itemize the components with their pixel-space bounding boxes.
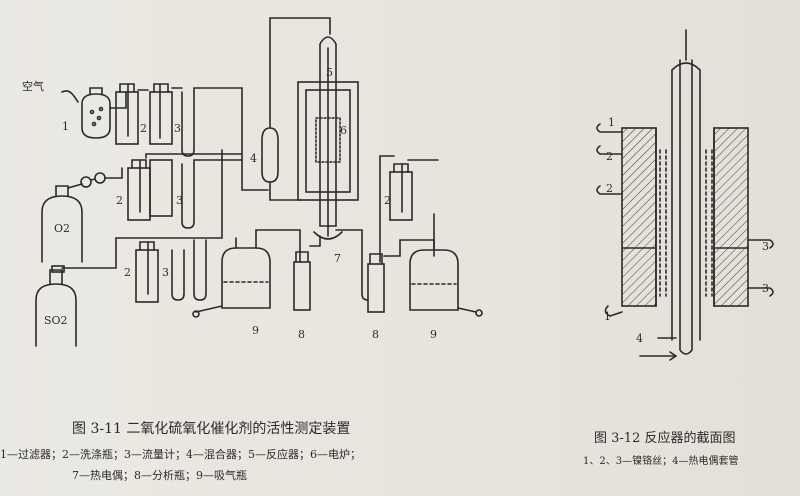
- xs-label-1-bottom: 1: [604, 310, 611, 323]
- label-8-right: 8: [372, 328, 379, 341]
- figure-3-12-legend: 1、2、3—镍铬丝；4—热电偶套管: [583, 456, 739, 467]
- mixer-4: [261, 119, 279, 195]
- filter-1: [81, 87, 111, 139]
- label-air: 空气: [22, 79, 44, 93]
- air-inlet-line: [61, 90, 79, 103]
- thermocouple-7: [313, 231, 343, 240]
- wash-bottle-2-mid: [127, 159, 151, 221]
- label-o2: O2: [54, 222, 70, 235]
- label-7: 7: [334, 252, 341, 265]
- label-4: 4: [250, 152, 257, 165]
- label-6: 6: [340, 124, 347, 137]
- flowmeter-3-top: [149, 83, 195, 157]
- flowmeter-3-mid: [149, 159, 195, 229]
- suction-bottle-9-left: [221, 235, 271, 309]
- label-9-right: 9: [430, 328, 437, 341]
- label-2-top: 2: [140, 122, 147, 135]
- xs-label-1-top: 1: [608, 116, 615, 129]
- label-1: 1: [62, 120, 69, 133]
- analysis-bottle-8-left: [293, 251, 311, 311]
- label-5: 5: [326, 66, 333, 79]
- label-so2: SO2: [44, 314, 68, 327]
- xs-label-2-b: 2: [606, 182, 613, 195]
- label-3-low: 3: [162, 266, 169, 279]
- xs-label-2-a: 2: [606, 150, 613, 163]
- xs-label-4: 4: [636, 332, 643, 345]
- xs-label-3-b: 3: [762, 282, 769, 295]
- label-3-mid: 3: [176, 194, 183, 207]
- furnace-6: [297, 81, 359, 201]
- wash-bottle-2-right: [389, 163, 413, 221]
- flowmeter-3-low: [171, 239, 207, 301]
- wash-bottle-2-low: [135, 241, 159, 303]
- label-2-mid: 2: [116, 194, 123, 207]
- suction-bottle-9-right: [409, 249, 459, 311]
- figure-3-11-legend-line1: 1—过滤器；2—洗涤瓶；3—流量计；4—混合器；5—反应器；6—电炉；: [0, 448, 361, 461]
- reactor-cross-section: [596, 29, 774, 361]
- reactor-5: [315, 36, 341, 237]
- label-2-right: 2: [384, 194, 391, 207]
- o2-cylinder: [41, 167, 123, 263]
- label-9-left: 9: [252, 324, 259, 337]
- label-8-left: 8: [298, 328, 305, 341]
- xs-label-3-a: 3: [762, 240, 769, 253]
- wash-bottle-2-top: [115, 83, 139, 145]
- analysis-bottle-8-right: [367, 253, 385, 313]
- figure-3-12-caption: 图 3-12 反应器的截面图: [594, 431, 736, 446]
- label-3-top: 3: [174, 122, 181, 135]
- figure-3-11-legend-line2: 7—热电偶；8—分析瓶；9—吸气瓶: [72, 469, 247, 482]
- so2-cylinder: [35, 265, 77, 347]
- label-2-low: 2: [124, 266, 131, 279]
- figure-3-11-caption: 图 3-11 二氧化硫氧化催化剂的活性测定装置: [72, 421, 351, 437]
- apparatus-diagram: [35, 17, 483, 347]
